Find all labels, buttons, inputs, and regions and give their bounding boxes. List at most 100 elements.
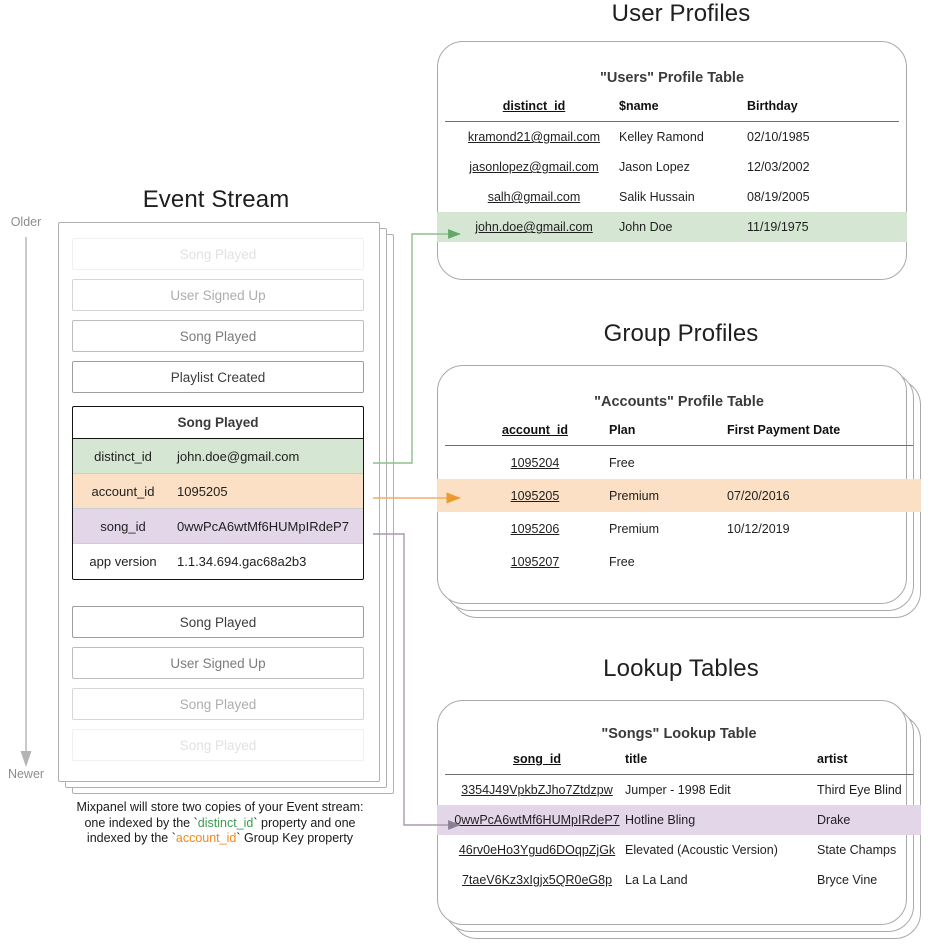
timeline-axis: Older Newer bbox=[0, 215, 52, 785]
event-row-label: Song Played bbox=[179, 614, 257, 630]
event-row-label: Song Played bbox=[179, 328, 257, 344]
timeline-label-newer: Newer bbox=[7, 767, 45, 781]
songs-cell-2: State Champs bbox=[817, 843, 897, 858]
songs-cell-0: 3354J49VpkbZJho7Ztdzpw bbox=[449, 783, 625, 797]
songs-cell-2: Drake bbox=[817, 813, 851, 828]
event-row-before-3[interactable]: Playlist Created bbox=[72, 361, 364, 393]
event-row-after-1[interactable]: User Signed Up bbox=[72, 647, 364, 679]
section-title-group-profiles: Group Profiles bbox=[603, 320, 759, 347]
event-row-label: Song Played bbox=[179, 696, 257, 712]
accounts-cell-0: 1095204 bbox=[461, 456, 609, 470]
table-row[interactable]: 1095204 Free bbox=[437, 446, 921, 479]
accounts-column-header-2: First Payment Date bbox=[727, 423, 841, 437]
event-property-key: account_id bbox=[91, 483, 155, 499]
section-title-event-stream: Event Stream bbox=[142, 186, 290, 213]
cell-key-value: jasonlopez@gmail.com bbox=[469, 160, 599, 175]
active-event-title: Song Played bbox=[73, 407, 363, 439]
songs-cell-1: Jumper - 1998 Edit bbox=[625, 783, 731, 798]
table-row[interactable]: 7taeV6Kz3xIgjx5QR0eG8p La La Land Bryce Vi… bbox=[437, 865, 921, 895]
songs-cell-0: 0wwPcA6wtMf6HUMpIRdeP7 bbox=[449, 813, 625, 827]
songs-cell-0: 7taeV6Kz3xIgjx5QR0eG8p bbox=[449, 873, 625, 887]
cell-key-value: 1095204 bbox=[510, 455, 560, 470]
users-cell-0: kramond21@gmail.com bbox=[449, 130, 619, 144]
cell-key-value: 7taeV6Kz3xIgjx5QR0eG8p bbox=[461, 873, 613, 888]
users-table-title: "Users" Profile Table bbox=[599, 70, 745, 86]
event-property-row-app-version: app version 1.1.34.694.gac68a2b3 bbox=[73, 544, 363, 579]
users-cell-2: 11/19/1975 bbox=[747, 220, 809, 235]
cell-key-value: john.doe@gmail.com bbox=[475, 220, 593, 235]
section-title-user-profiles: User Profiles bbox=[611, 0, 751, 27]
users-cell-0: john.doe@gmail.com bbox=[449, 220, 619, 234]
event-stream-caption: Mixpanel will store two copies of your E… bbox=[40, 800, 400, 847]
users-cell-2: 08/19/2005 bbox=[747, 190, 810, 205]
table-row[interactable]: john.doe@gmail.com John Doe 11/19/1975 bbox=[437, 212, 907, 243]
users-cell-1: John Doe bbox=[619, 220, 673, 235]
songs-table-title: "Songs" Lookup Table bbox=[601, 726, 757, 742]
cell-key-value: 0wwPcA6wtMf6HUMpIRdeP7 bbox=[454, 813, 620, 828]
users-cell-0: salh@gmail.com bbox=[449, 190, 619, 204]
event-row-before-2[interactable]: Song Played bbox=[72, 320, 364, 352]
event-row-before-0[interactable]: Song Played bbox=[72, 238, 364, 270]
event-row-after-0[interactable]: Song Played bbox=[72, 606, 364, 638]
event-row-label: User Signed Up bbox=[170, 287, 266, 303]
event-row-label: Song Played bbox=[179, 246, 257, 262]
songs-cell-0: 46rv0eHo3Ygud6DOqpZjGk bbox=[449, 843, 625, 857]
users-cell-2: 12/03/2002 bbox=[747, 160, 810, 175]
cell-key-value: kramond21@gmail.com bbox=[467, 130, 601, 145]
cell-key-value: 46rv0eHo3Ygud6DOqpZjGk bbox=[458, 843, 616, 858]
accounts-cell-0: 1095205 bbox=[461, 489, 609, 503]
caption-code-distinct-id: distinct_id bbox=[197, 815, 254, 830]
event-property-value: 1.1.34.694.gac68a2b3 bbox=[177, 554, 307, 569]
event-row-after-3[interactable]: Song Played bbox=[72, 729, 364, 761]
cell-key-value: salh@gmail.com bbox=[487, 190, 581, 205]
songs-cell-2: Bryce Vine bbox=[817, 873, 878, 888]
users-cell-1: Salik Hussain bbox=[619, 190, 695, 205]
users-column-header-2: Birthday bbox=[747, 99, 798, 113]
accounts-header-rule bbox=[445, 445, 913, 447]
users-cell-0: jasonlopez@gmail.com bbox=[449, 160, 619, 174]
accounts-cell-2: 10/12/2019 bbox=[727, 521, 790, 536]
event-row-before-1[interactable]: User Signed Up bbox=[72, 279, 364, 311]
cell-key-value: 1095205 bbox=[510, 488, 560, 503]
section-title-lookup-tables: Lookup Tables bbox=[603, 655, 759, 682]
event-property-value: john.doe@gmail.com bbox=[177, 448, 300, 464]
caption-line-2-pre: one indexed by the ` bbox=[84, 815, 198, 830]
event-property-key: song_id bbox=[100, 518, 146, 534]
table-row[interactable]: salh@gmail.com Salik Hussain 08/19/2005 bbox=[437, 182, 907, 212]
caption-line-3-pre: indexed by the ` bbox=[86, 831, 176, 845]
cell-key-value: 1095207 bbox=[510, 554, 560, 569]
accounts-table-title: "Accounts" Profile Table bbox=[594, 394, 764, 410]
songs-cell-1: La La Land bbox=[625, 873, 688, 888]
event-row-after-2[interactable]: Song Played bbox=[72, 688, 364, 720]
cell-key-value: 1095206 bbox=[510, 521, 560, 536]
event-row-label: Playlist Created bbox=[170, 369, 266, 385]
songs-header-rule bbox=[445, 774, 913, 776]
songs-cell-1: Hotline Bling bbox=[625, 813, 696, 828]
event-property-key: app version bbox=[89, 554, 157, 569]
songs-column-header-0: song_id bbox=[513, 752, 561, 766]
accounts-cell-1: Free bbox=[609, 455, 635, 470]
table-row[interactable]: 0wwPcA6wtMf6HUMpIRdeP7 Hotline Bling Drake bbox=[437, 805, 921, 836]
caption-code-account-id: account_id bbox=[175, 831, 237, 845]
